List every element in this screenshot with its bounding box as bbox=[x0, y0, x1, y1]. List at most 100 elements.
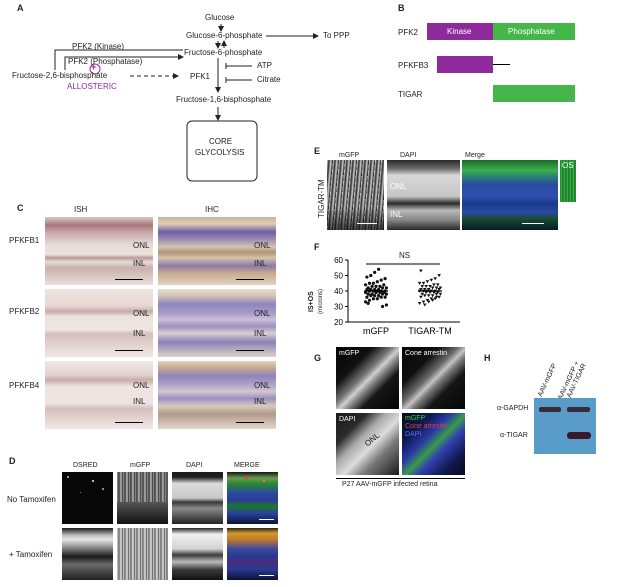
data-point-tigar-tm bbox=[419, 295, 423, 299]
data-point-mgfp bbox=[380, 304, 385, 309]
g-caption-rule bbox=[336, 478, 465, 479]
d-mgfp-no-tam bbox=[117, 472, 168, 524]
c-col-ish: ISH bbox=[74, 205, 88, 214]
panel-d-letter: D bbox=[9, 456, 16, 466]
plus-icon: + bbox=[91, 62, 97, 72]
c-ish-pfkfb1-image: ONL INL bbox=[45, 217, 153, 285]
g-cone-arrestin-label: Cone arrestin bbox=[405, 350, 448, 357]
scale-bar bbox=[259, 519, 274, 520]
g-onl-label: ONL bbox=[363, 430, 382, 449]
g-merge-arrestin-label: Cone arrestin bbox=[405, 423, 448, 430]
g-cone-arrestin-image: Cone arrestin bbox=[402, 347, 465, 409]
c-row-pfkfb4: PFKFB4 bbox=[9, 381, 40, 390]
panel-c-letter: C bbox=[17, 203, 24, 213]
citrate-label: Citrate bbox=[257, 75, 281, 84]
d-col-mgfp: mGFP bbox=[130, 462, 151, 469]
data-point-mgfp bbox=[364, 290, 368, 295]
data-point-mgfp bbox=[367, 281, 372, 285]
data-point-mgfp bbox=[379, 278, 383, 282]
phosphatase-domain: Phosphatase bbox=[493, 23, 575, 40]
data-point-mgfp bbox=[364, 300, 368, 304]
data-point-tigar-tm bbox=[423, 303, 427, 307]
c-ish-onl-1: ONL bbox=[133, 241, 150, 250]
h-gapdh-band-2 bbox=[567, 407, 590, 412]
data-point-mgfp bbox=[378, 284, 382, 288]
e-inl-label: INL bbox=[390, 210, 403, 219]
c-ish-onl-2: ONL bbox=[133, 309, 150, 318]
data-point-mgfp bbox=[366, 301, 370, 305]
data-point-tigar-tm bbox=[421, 281, 426, 285]
data-point-mgfp bbox=[373, 294, 377, 298]
data-point-tigar-tm bbox=[429, 297, 434, 301]
c-ihc-onl-1: ONL bbox=[254, 241, 271, 250]
g-merge-mgfp-label: mGFP bbox=[405, 415, 426, 422]
data-point-mgfp bbox=[364, 283, 368, 287]
data-point-mgfp bbox=[369, 287, 373, 292]
c-ihc-pfkfb2-image: ONL INL bbox=[158, 289, 276, 357]
pfkfb3-row-label: PFKFB3 bbox=[398, 61, 429, 70]
data-point-mgfp bbox=[371, 297, 375, 301]
d-col-dsred: DSRED bbox=[73, 462, 98, 469]
d-row-tamoxifen: + Tamoxifen bbox=[9, 550, 53, 559]
d-mgfp-tam bbox=[117, 528, 168, 580]
data-point-tigar-tm bbox=[430, 298, 435, 302]
panel-g-letter: G bbox=[314, 353, 322, 363]
c-ihc-inl-3: INL bbox=[254, 397, 267, 406]
g6p-label: Glucose-6-phosphate bbox=[186, 31, 263, 40]
panel-b-letter: B bbox=[398, 3, 405, 13]
scale-bar bbox=[115, 279, 143, 280]
allosteric-label: ALLOSTERIC bbox=[67, 82, 117, 91]
panel-e-letter: E bbox=[314, 146, 321, 156]
pfk2-row-label: PFK2 bbox=[398, 28, 419, 37]
c-ihc-onl-2: ONL bbox=[254, 309, 271, 318]
data-point-tigar-tm bbox=[420, 284, 424, 288]
c-ihc-inl-1: INL bbox=[254, 259, 267, 268]
data-point-mgfp bbox=[365, 295, 369, 299]
data-point-tigar-tm bbox=[417, 302, 422, 305]
d-dapi-tam bbox=[172, 528, 223, 580]
data-point-tigar-tm bbox=[423, 288, 427, 292]
scale-bar bbox=[236, 279, 264, 280]
e-merge-image bbox=[462, 160, 558, 230]
c-ihc-onl-3: ONL bbox=[254, 381, 271, 390]
g-mgfp-label: mGFP bbox=[339, 350, 360, 357]
data-point-mgfp bbox=[365, 275, 369, 279]
data-point-mgfp bbox=[375, 280, 379, 284]
pfkfb3-tail bbox=[493, 64, 510, 65]
data-point-tigar-tm bbox=[438, 292, 443, 296]
data-point-tigar-tm bbox=[438, 286, 443, 290]
data-point-tigar-tm bbox=[425, 280, 430, 284]
data-point-tigar-tm bbox=[434, 286, 439, 290]
e-mgfp-image bbox=[327, 160, 384, 230]
phosphatase-label: Phosphatase bbox=[508, 27, 555, 36]
data-point-mgfp bbox=[377, 294, 381, 298]
data-point-tigar-tm bbox=[425, 298, 430, 302]
h-tigar-label: α-TIGAR bbox=[500, 432, 528, 439]
tigar-row-label: TIGAR bbox=[398, 90, 423, 99]
core-label-1: CORE bbox=[209, 137, 233, 146]
data-point-tigar-tm bbox=[430, 294, 435, 298]
data-point-mgfp bbox=[384, 292, 388, 296]
y-tick-label: 20 bbox=[334, 318, 343, 327]
d-dsred-no-tam bbox=[62, 472, 113, 524]
data-point-tigar-tm bbox=[426, 294, 431, 298]
data-point-tigar-tm bbox=[424, 284, 428, 288]
data-point-tigar-tm bbox=[421, 300, 426, 304]
y-tick-label: 30 bbox=[334, 303, 343, 312]
data-point-mgfp bbox=[377, 287, 381, 292]
data-point-mgfp bbox=[380, 286, 385, 290]
panel-h-letter: H bbox=[484, 353, 491, 363]
panel-a-letter: A bbox=[17, 3, 24, 13]
h-gapdh-band-1 bbox=[539, 407, 561, 412]
f6p-label: Fructose-6-phosphate bbox=[184, 48, 263, 57]
e-col-merge: Merge bbox=[465, 152, 485, 159]
x-category-label: mGFP bbox=[363, 326, 389, 336]
e-dapi-image: ONL INL bbox=[387, 160, 460, 230]
pfk1-label: PFK1 bbox=[190, 72, 211, 81]
c-ihc-pfkfb4-image: ONL INL bbox=[158, 361, 276, 429]
f-ns-label: NS bbox=[399, 251, 411, 260]
d-col-dapi: DAPI bbox=[186, 462, 203, 469]
c-col-ihc: IHC bbox=[205, 205, 219, 214]
data-point-mgfp bbox=[370, 284, 374, 288]
